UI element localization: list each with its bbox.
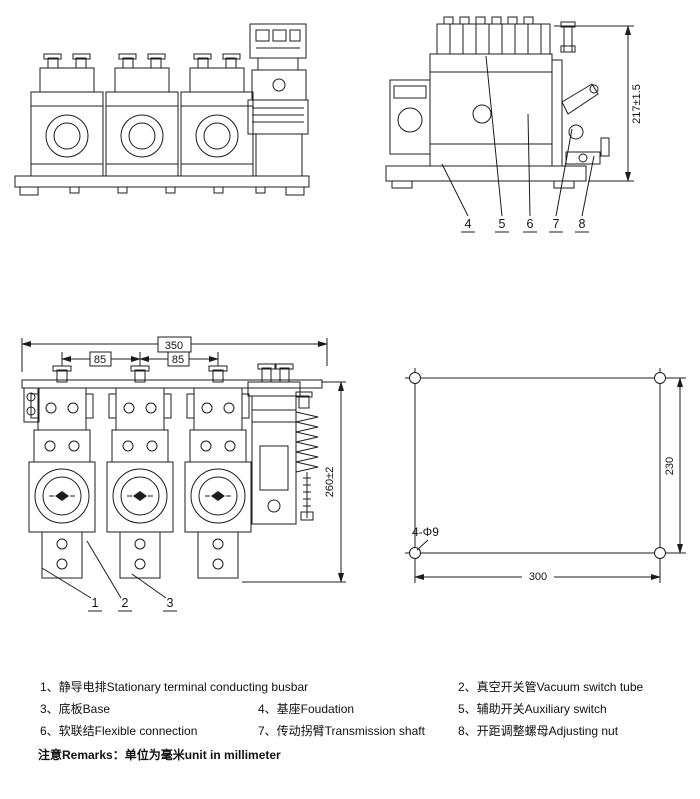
contact-spring (295, 391, 319, 521)
callout-1: 1 (92, 596, 99, 610)
legend-item-1: 1、静导电排Stationary terminal conducting bus… (40, 680, 309, 694)
dimension-230-text: 230 (664, 457, 676, 475)
legend-item-3: 3、底板Base (40, 702, 111, 716)
legend-remarks: 注意Remarks：单位为毫米unit in millimeter (38, 748, 281, 762)
dimension-85-left: 85 (61, 351, 141, 367)
mounting-hole (409, 547, 421, 559)
legend-item-2: 2、真空开关管Vacuum switch tube (458, 680, 644, 694)
base-rail (14, 175, 310, 196)
front-callouts: 1 2 3 (41, 540, 177, 612)
callout-2: 2 (122, 596, 129, 610)
callout-5: 5 (499, 217, 506, 231)
magnet-coil (389, 79, 431, 155)
view-front-elevation (14, 23, 310, 196)
callout-3: 3 (167, 596, 174, 610)
hole-callout: 4-Φ9 (412, 525, 439, 551)
callout-6: 6 (527, 217, 534, 231)
dimension-260-text: 260±2 (324, 467, 336, 498)
mounting-outline (405, 368, 670, 563)
view-side: 217±1.5 4 5 6 7 8 (385, 16, 643, 233)
dimension-300-text: 300 (529, 571, 547, 583)
mounting-hole (654, 372, 666, 384)
dimension-85-right-text: 85 (172, 354, 184, 366)
dimension-350-text: 350 (165, 340, 183, 352)
callout-4: 4 (465, 217, 472, 231)
base-foundation (385, 165, 587, 189)
legend-item-4: 4、基座Foudation (258, 702, 355, 716)
dimension-230: 230 (664, 377, 686, 554)
mounting-hole (654, 547, 666, 559)
callout-7: 7 (553, 217, 560, 231)
dimension-300: 300 (414, 561, 661, 583)
hole-note-text: 4-Φ9 (412, 525, 439, 539)
pole-3 (184, 365, 252, 579)
dimension-85-left-text: 85 (94, 354, 106, 366)
legend-item-6: 6、软联结Flexible connection (40, 724, 198, 738)
callout-8: 8 (579, 217, 586, 231)
pole-2 (105, 53, 179, 177)
dimension-350: 350 (21, 336, 328, 372)
side-terminal-block (436, 16, 551, 55)
operating-mechanism (247, 23, 309, 177)
dimension-85-right: 85 (139, 351, 219, 367)
transmission-linkage (551, 21, 610, 167)
mounting-hole (409, 372, 421, 384)
legend-item-7: 7、传动拐臂Transmission shaft (258, 724, 425, 738)
top-mounting-plate (21, 379, 323, 389)
view-front-dimensioned: 350 85 85 260±2 (21, 336, 346, 612)
view-mounting-plan: 230 300 4-Φ9 (405, 368, 686, 583)
legend-item-8: 8、开距调整螺母Adjusting nut (458, 724, 619, 738)
pole-2 (106, 365, 174, 579)
pole-3 (180, 53, 254, 177)
legend-item-5: 5、辅助开关Auxiliary switch (458, 702, 607, 716)
dimension-217: 217±1.5 (554, 25, 643, 182)
pole-1 (30, 53, 104, 177)
side-callouts: 4 5 6 7 8 (441, 55, 595, 233)
dimension-260: 260±2 (242, 381, 346, 583)
mechanism-front (247, 363, 301, 525)
dimension-217-text: 217±1.5 (631, 84, 643, 124)
